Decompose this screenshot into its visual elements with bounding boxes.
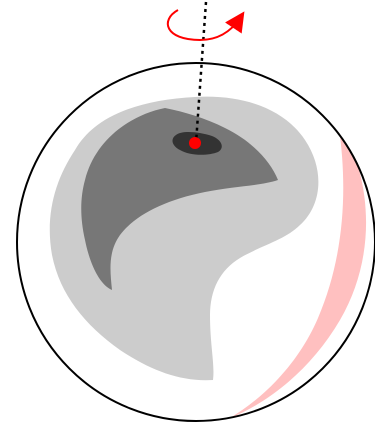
red-dot-icon [189, 137, 201, 149]
